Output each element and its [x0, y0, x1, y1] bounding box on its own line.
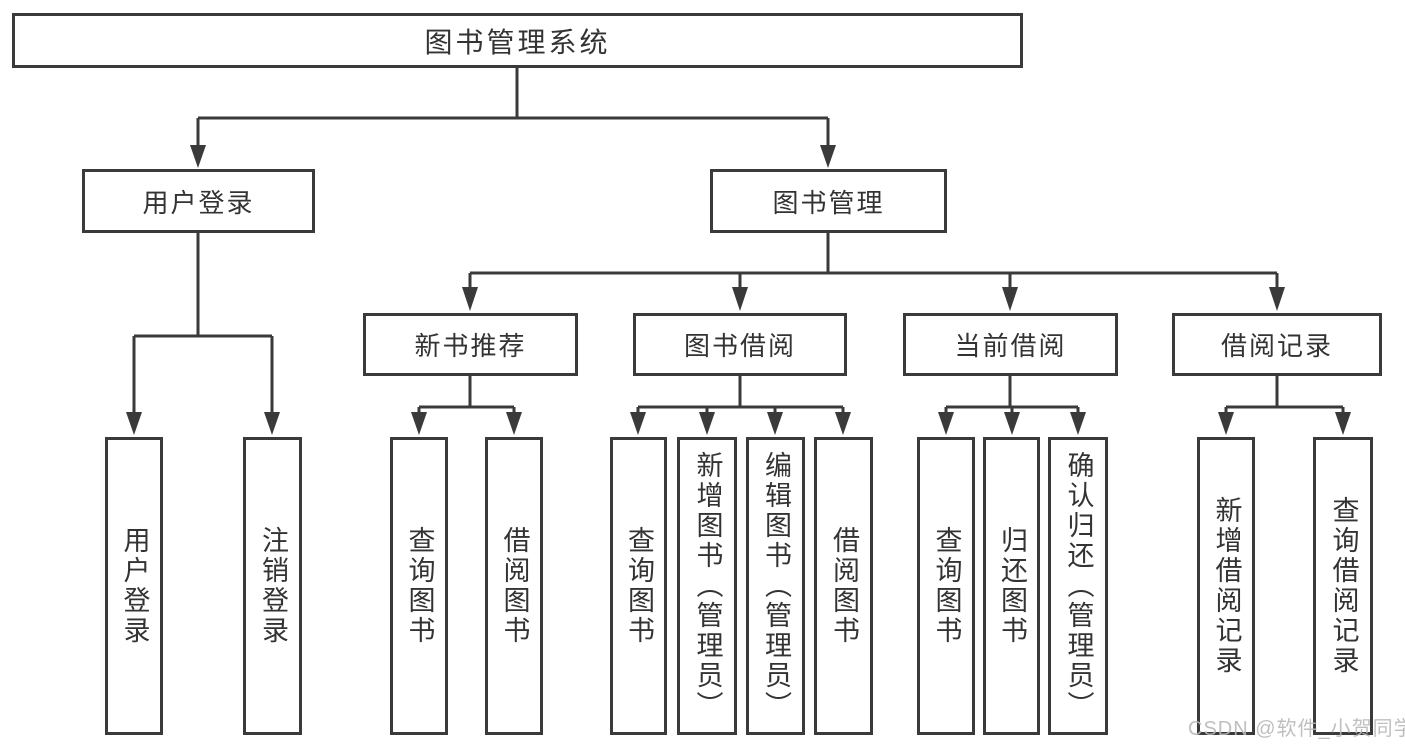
leaf-borrowing-edit-books-admin: 编辑图书（管理员） — [746, 437, 805, 735]
node-book-borrowing: 图书借阅 — [633, 313, 847, 376]
leaf-newbook-borrow-books-label: 借阅图书 — [499, 526, 530, 646]
node-current-borrowing: 当前借阅 — [903, 313, 1118, 376]
leaf-borrowing-add-books-admin: 新增图书（管理员） — [677, 437, 737, 735]
leaf-borrowing-borrow-books-label: 借阅图书 — [829, 526, 859, 646]
leaf-records-add-record-label: 新增借阅记录 — [1211, 496, 1242, 676]
csdn-watermark: CSDN @软件_小贺同学 — [1188, 718, 1405, 740]
leaf-records-query-record-label: 查询借阅记录 — [1328, 496, 1359, 676]
leaf-logout: 注销登录 — [243, 437, 302, 735]
leaf-borrowing-query-books-label: 查询图书 — [624, 526, 654, 646]
node-borrow-records: 借阅记录 — [1172, 313, 1382, 376]
leaf-user-login-label: 用户登录 — [119, 526, 150, 646]
leaf-records-query-record: 查询借阅记录 — [1313, 437, 1373, 735]
leaf-current-return-books: 归还图书 — [983, 437, 1040, 735]
leaf-borrowing-edit-books-admin-label: 编辑图书（管理员） — [761, 451, 791, 721]
leaf-current-query-books: 查询图书 — [917, 437, 975, 735]
leaf-newbook-query-books: 查询图书 — [390, 437, 448, 735]
leaf-borrowing-borrow-books: 借阅图书 — [814, 437, 873, 735]
leaf-borrowing-add-books-admin-label: 新增图书（管理员） — [692, 451, 723, 721]
node-library-management-system: 图书管理系统 — [12, 13, 1023, 68]
node-book-management: 图书管理 — [710, 169, 947, 233]
leaf-newbook-query-books-label: 查询图书 — [404, 526, 435, 646]
leaf-user-login: 用户登录 — [105, 437, 163, 735]
node-new-book-recommend: 新书推荐 — [363, 313, 578, 376]
leaf-current-confirm-return-admin: 确认归还（管理员） — [1048, 437, 1108, 735]
leaf-current-query-books-label: 查询图书 — [931, 526, 962, 646]
leaf-logout-label: 注销登录 — [258, 526, 288, 646]
leaf-current-return-books-label: 归还图书 — [997, 526, 1027, 646]
leaf-borrowing-query-books: 查询图书 — [610, 437, 667, 735]
node-user-login: 用户登录 — [82, 169, 315, 233]
leaf-current-confirm-return-admin-label: 确认归还（管理员） — [1063, 451, 1094, 721]
leaf-newbook-borrow-books: 借阅图书 — [485, 437, 543, 735]
leaf-records-add-record: 新增借阅记录 — [1197, 437, 1255, 735]
